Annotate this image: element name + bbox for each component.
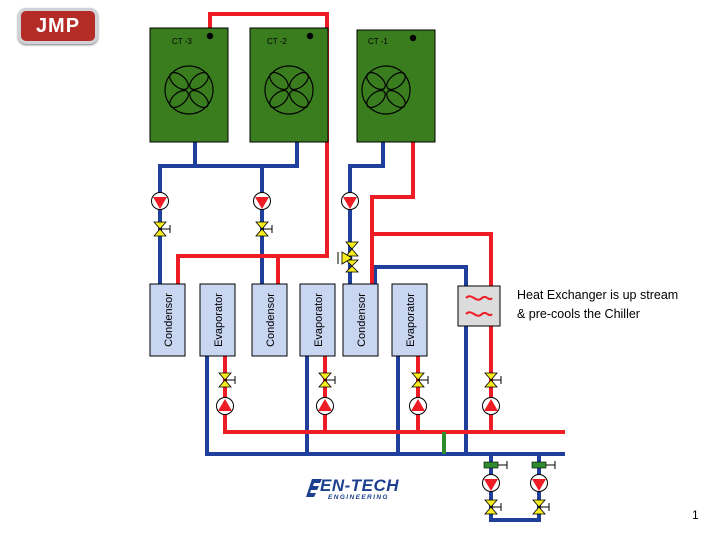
entech-logo-name: EN-TECH <box>320 476 400 495</box>
return-header <box>205 355 565 456</box>
cooling-tower-ct3: CT -3 <box>149 27 229 143</box>
supply-piping <box>176 12 565 434</box>
condenser-label: Condensor <box>265 293 277 347</box>
hx-return-line <box>373 265 468 454</box>
valve-icon <box>153 221 171 237</box>
supply-top-header <box>208 12 329 36</box>
heat-exchanger-note: Heat Exchanger is up stream & pre-cools … <box>517 286 717 324</box>
valve-icon <box>484 372 502 388</box>
valve-icon <box>255 221 273 237</box>
pump-icon <box>151 192 169 210</box>
return-line-ct1 <box>348 142 385 286</box>
evaporator-box <box>391 283 428 357</box>
valve-icon <box>411 372 429 388</box>
jmp-logo-text: JMP <box>35 15 81 37</box>
pump-icon <box>216 397 234 415</box>
evaporator-label: Evaporator <box>405 293 417 347</box>
entech-logo: EN-TECH ENGINEERING <box>306 476 402 504</box>
valve-icon <box>484 499 502 515</box>
supply-to-hx <box>372 232 493 430</box>
pump-icon <box>482 474 500 492</box>
heat-exchanger <box>457 285 501 327</box>
note-line: & pre-cools the Chiller <box>517 307 640 321</box>
pump-icon <box>316 397 334 415</box>
fan-icon <box>164 65 214 115</box>
tower-inlet-dot <box>306 32 314 40</box>
tower-label: CT -3 <box>172 37 192 46</box>
evaporator-label: Evaporator <box>213 293 225 347</box>
supply-to-condenser1 <box>176 36 329 286</box>
page-number: 1 <box>692 508 699 522</box>
hx-coil-icon <box>465 311 493 317</box>
fan-icon <box>264 65 314 115</box>
valve-icon <box>218 372 236 388</box>
condenser-box <box>342 283 379 357</box>
pump-icon <box>530 474 548 492</box>
load-branch <box>483 461 556 469</box>
pump-icon <box>409 397 427 415</box>
jmp-logo: JMP <box>18 8 98 44</box>
pump-icon <box>482 397 500 415</box>
tower-label: CT -2 <box>267 37 287 46</box>
chiller-unit-1: Condensor Evaporator <box>149 283 236 357</box>
chiller-unit-3: Condensor Evaporator <box>342 283 428 357</box>
chiller-unit-2: Condensor Evaporator <box>251 283 336 357</box>
tower-inlet-dot <box>409 34 417 42</box>
evaporator-box <box>299 283 336 357</box>
condenser-box <box>149 283 186 357</box>
note-line: Heat Exchanger is up stream <box>517 288 679 302</box>
three-way-valve-icon <box>337 241 359 273</box>
condenser-box <box>251 283 288 357</box>
hx-coil-icon <box>465 295 493 301</box>
tower-inlet-dot <box>206 32 214 40</box>
cooling-tower-ct2: CT -2 <box>249 27 329 143</box>
fan-icon <box>361 65 411 115</box>
condenser-label: Condensor <box>163 293 175 347</box>
supply-header <box>223 355 565 434</box>
entech-logo-sub: ENGINEERING <box>328 494 389 501</box>
pump-icon <box>341 192 359 210</box>
evaporator-box <box>199 283 236 357</box>
pump-icon <box>253 192 271 210</box>
tower-label: CT -1 <box>368 37 388 46</box>
valve-icon <box>532 499 550 515</box>
condenser-label: Condensor <box>356 293 368 347</box>
valve-icon <box>318 372 336 388</box>
evaporator-label: Evaporator <box>313 293 325 347</box>
cooling-tower-ct1: CT -1 <box>356 29 436 143</box>
entech-mark-icon <box>306 479 322 497</box>
